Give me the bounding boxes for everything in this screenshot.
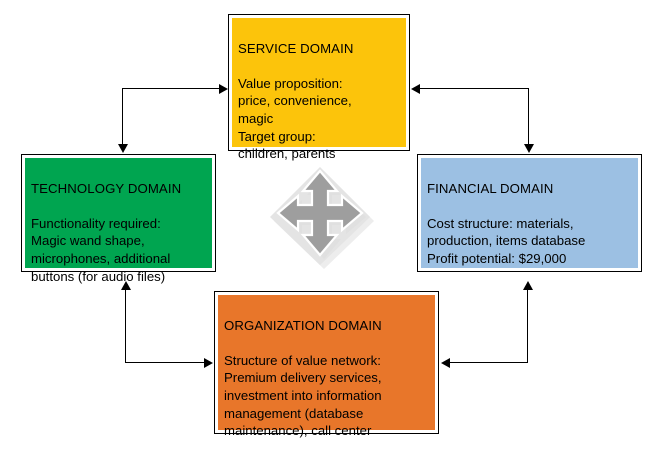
domain-box-financial[interactable]: FINANCIAL DOMAIN Cost structure: materia… [417, 154, 642, 272]
domain-box-financial-body: Cost structure: materials, production, i… [427, 215, 586, 266]
connector-tech-to-org-arrowhead [204, 358, 213, 368]
domain-box-technology-body: Functionality required: Magic wand shape… [31, 215, 171, 284]
domain-box-service-fill: SERVICE DOMAIN Value proposition: price,… [232, 18, 406, 161]
domain-box-technology-fill: TECHNOLOGY DOMAIN Functionality required… [25, 158, 212, 284]
four-way-move-arrow-icon [262, 163, 378, 271]
domain-box-service-title: SERVICE DOMAIN [238, 40, 354, 56]
connector-org-to-financial-line [527, 290, 528, 362]
connector-tech-to-service-arrowhead [219, 84, 228, 94]
domain-box-service-body: Value proposition: price, convenience, m… [238, 75, 352, 162]
domain-box-financial-fill: FINANCIAL DOMAIN Cost structure: materia… [421, 158, 638, 268]
connector-org-to-tech-arrowhead [121, 281, 131, 290]
connector-service-to-financial-arrowhead [524, 144, 534, 153]
domain-box-organization-fill: ORGANIZATION DOMAIN Structure of value n… [218, 295, 435, 438]
connector-org-to-tech-line [125, 290, 126, 362]
connector-financial-to-org-line [450, 362, 528, 363]
domain-box-organization-title: ORGANIZATION DOMAIN [224, 317, 382, 333]
domain-box-financial-title: FINANCIAL DOMAIN [427, 180, 554, 196]
connector-financial-to-org-arrowhead [441, 358, 450, 368]
domain-box-organization[interactable]: ORGANIZATION DOMAIN Structure of value n… [214, 291, 439, 438]
connector-tech-to-service-line [122, 88, 220, 89]
connector-financial-to-service-arrowhead [411, 84, 420, 94]
domain-box-organization-body: Structure of value network: Premium deli… [224, 352, 382, 439]
connector-service-to-tech-line [122, 88, 123, 145]
domain-box-technology-title: TECHNOLOGY DOMAIN [31, 180, 182, 196]
connector-service-to-tech-arrowhead [118, 144, 128, 153]
connector-org-to-financial-arrowhead [523, 281, 533, 290]
connector-service-to-financial-line [528, 88, 529, 145]
connector-financial-to-service-line [419, 88, 529, 89]
connector-tech-to-org-line [125, 362, 205, 363]
domain-box-technology[interactable]: TECHNOLOGY DOMAIN Functionality required… [21, 154, 216, 284]
domain-box-service[interactable]: SERVICE DOMAIN Value proposition: price,… [228, 14, 410, 161]
